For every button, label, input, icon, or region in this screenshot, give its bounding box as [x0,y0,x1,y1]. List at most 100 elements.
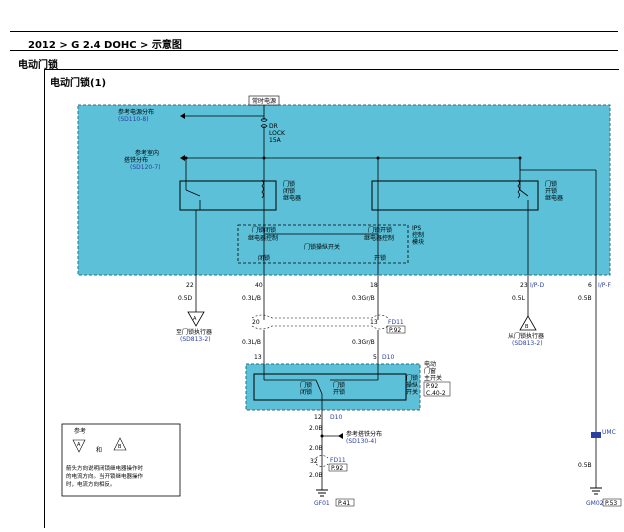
door-s1: 门锁 [406,374,418,382]
door-s3: 开关 [406,388,418,396]
ips-side3: 模块 [412,238,424,246]
diagram-frame [44,69,619,528]
actuator-b-symbol [519,315,537,331]
door-unlock1: 门锁 [333,381,345,389]
fd11-bottom-page-box[interactable] [328,463,348,472]
relay-unlock-l1: 门锁 [545,180,557,188]
ground-gm02-name: GM02 [586,500,604,507]
fd11-top-page-box[interactable] [386,325,406,334]
fd11-top-conn: FD11 [388,319,404,326]
ref-ground-arrow [338,433,343,439]
wire-05d: 0.5D [178,295,193,302]
actuator-b-letter: B [525,324,529,330]
ref-power-arrow [180,113,185,119]
d10-top-p5: 5 [373,354,377,361]
node-2 [262,156,266,160]
ips-unlock-ctrl2: 继电器控制 [364,234,394,242]
note-symbol-a [72,439,86,453]
node-4 [518,156,522,160]
ips-lock-ctrl2: 继电器控制 [248,234,278,242]
note-box [61,423,181,497]
ips-unlock-ctrl1: 门锁开锁 [368,226,392,234]
wire-03grb2: 0.3Gr/B [352,339,375,346]
note-and: 和 [96,446,102,454]
actuator-a-label: 至门锁执行器 [176,328,212,336]
relay-unlock-l3: 继电器 [545,194,563,202]
relay-unlock-box [371,180,539,211]
ground-gf01-page[interactable]: P.41 [338,500,350,507]
ref-power-label: 参考电源分布 [118,108,154,116]
relay-lock-box [179,180,277,211]
wire-20b2: 2.0B [309,445,323,452]
header-divider-bottom [10,50,618,51]
wire-03lb2: 0.3L/B [242,339,261,346]
fuse-dr-lock [260,105,268,156]
power-label: 常时电源 [252,97,276,105]
pin-23: 23 [520,282,528,289]
pin-18: 18 [370,282,378,289]
ips-module-box [77,104,611,276]
breadcrumb[interactable]: 2012 > G 2.4 DOHC > 示意图 [28,40,182,51]
ground-gf01-page-box[interactable] [335,498,355,507]
door-lock1: 门锁 [300,381,312,389]
actuator-a-symbol [187,311,205,327]
ref-ground-int-arrow [180,155,185,161]
ground-gm02-page[interactable]: P.53 [605,500,617,507]
door-o3: 主开关 [424,374,442,382]
door-ref1[interactable]: P.92 [426,383,438,390]
pin-40: 40 [255,282,263,289]
pin-ipf: I/P-F [598,282,611,289]
umc-label: UMC [602,429,616,436]
wire-20b1: 2.0B [309,425,323,432]
umc-connector [591,432,601,438]
ground-gm02-symbol [590,487,602,495]
ref-ground-int-code: (SD120-7) [130,164,161,171]
door-switch-module [245,363,421,411]
external-wiring [195,278,597,488]
node-1 [184,156,188,160]
node-3 [376,156,380,160]
door-ref-box[interactable] [423,381,451,397]
door-o1: 电动 [424,360,436,368]
d10-bottom-conn: D10 [330,414,342,421]
ground-gm02-page-box[interactable] [602,498,622,507]
fd11-bottom-conn: FD11 [330,457,346,464]
header-divider-top [10,31,618,32]
ips-switch: 门锁操纵开关 [304,243,340,251]
door-ref2[interactable]: C.40-2 [426,390,446,397]
actuator-b-code: (SD813-2) [512,340,543,347]
fuse-label-3: 15A [269,137,282,144]
door-switch-wiring [263,364,379,412]
wire-03lb: 0.3L/B [242,295,261,302]
fuse-label-1: DR [269,123,278,130]
fd11-top-page[interactable]: P.92 [389,327,401,334]
ground-wiring [321,412,340,490]
fd11-top-p20: 20 [252,319,260,326]
relay-unlock-l2: 开锁 [545,187,557,195]
wire-05l: 0.5L [512,295,526,302]
fd11-bottom-connector [315,455,329,467]
door-lock2: 闭锁 [300,388,312,396]
door-s2: 操纵 [406,381,418,389]
wire-20b3: 2.0B [309,472,323,479]
ips-control-box [237,224,409,264]
note-symbol-b-letter: B [118,444,122,450]
relay-lock-l2: 闭锁 [283,187,295,195]
door-switch-inner [253,373,407,401]
section-title: 电动门锁 [18,60,58,71]
actuator-a-letter: A [193,316,197,322]
actuator-a-code: (SD813-2) [180,336,211,343]
note-symbol-a-letter: A [77,442,81,448]
fd11-top-connector [251,314,389,319]
note-symbol-b [113,437,127,451]
wire-05b: 0.5B [578,295,592,302]
ground-node [320,434,324,438]
ips-side2: 控制 [412,231,424,239]
fd11-bottom-page[interactable]: P.92 [331,465,343,472]
ref-ground-label: 参考搭铁分布 [346,430,382,438]
ref-ground-code: (SD130-4) [346,438,377,445]
fd11-bottom-p32: 32 [310,458,318,465]
ground-gf01-name: GF01 [314,500,330,507]
relay-lock-l1: 门锁 [283,180,295,188]
